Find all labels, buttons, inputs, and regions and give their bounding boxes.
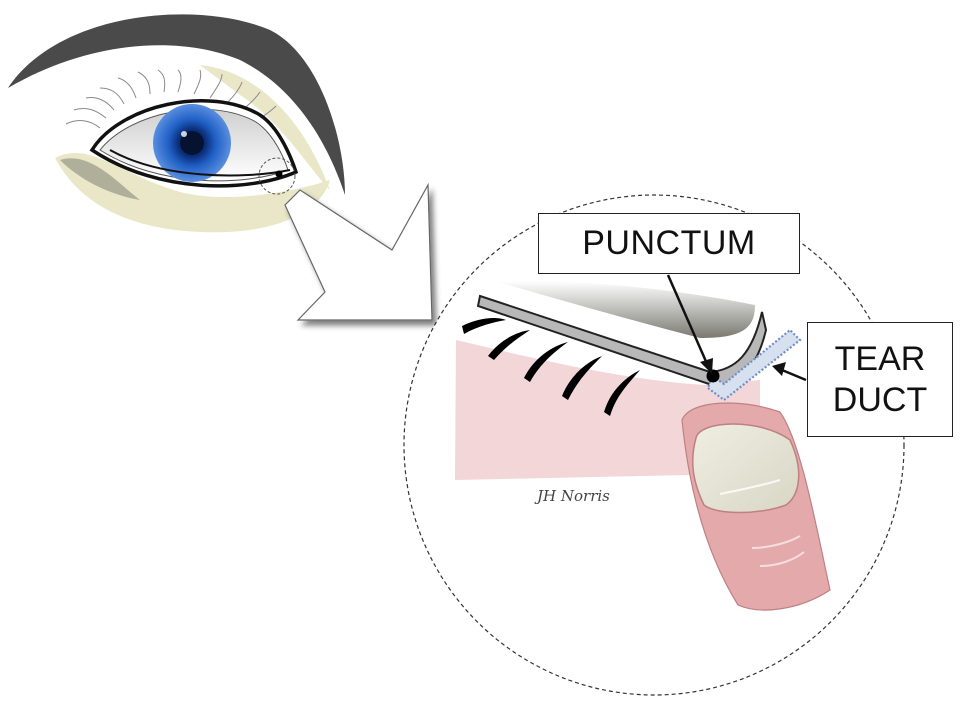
zoom-eyelashes bbox=[462, 318, 640, 416]
arrow-icon bbox=[284, 182, 433, 321]
punctum-label: PUNCTUM bbox=[538, 213, 800, 274]
tear-duct-label-line2: DUCT bbox=[832, 380, 928, 419]
punctum-dot-small bbox=[275, 170, 283, 178]
zoom-circle bbox=[403, 194, 905, 696]
tear-duct-pointer bbox=[772, 362, 807, 382]
tear-duct-label: TEAR DUCT bbox=[807, 322, 953, 437]
punctum-dot-zoom bbox=[706, 369, 720, 383]
author-credit: JH Norris bbox=[537, 487, 610, 505]
eye-illustration bbox=[8, 14, 345, 233]
lower-lid-skin bbox=[55, 152, 330, 233]
small-zoom-circle bbox=[258, 157, 296, 195]
tear-duct-outline bbox=[706, 328, 802, 402]
pupil bbox=[180, 131, 204, 155]
eyebrow bbox=[8, 14, 345, 195]
finger-icon bbox=[681, 402, 831, 611]
tear-duct-label-line1: TEAR bbox=[834, 339, 926, 378]
punctum-label-text: PUNCTUM bbox=[582, 224, 756, 263]
punctum-pointer bbox=[666, 274, 713, 374]
